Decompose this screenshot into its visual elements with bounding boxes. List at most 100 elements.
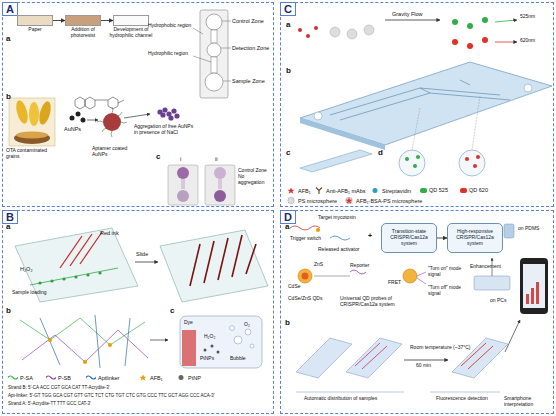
process-note: Aggregation of free AuNPs in presence of…	[134, 124, 196, 136]
stage-label: Automatic distribution of samples	[304, 396, 377, 402]
fret-label: FRET	[388, 280, 401, 286]
microfluidic-chip	[300, 62, 552, 176]
action-label: Slide	[136, 251, 148, 257]
crispr-system: High-responsive CRISPR/Cas12a system	[447, 223, 503, 253]
sample-antibody	[316, 188, 322, 195]
legend-text: AFB₁	[150, 375, 163, 381]
flow-scheme	[298, 17, 517, 49]
legend-sample	[46, 374, 56, 381]
signal-label: "Turn off" mode signal	[428, 285, 470, 296]
legend-item: AFB₁-BSA-PS microsphere	[344, 197, 422, 204]
legend-text: PS microsphere	[298, 198, 337, 204]
sub-label: c	[156, 152, 160, 161]
sample-ring	[346, 197, 352, 203]
sub-label: a	[286, 20, 290, 29]
legend-sample	[370, 187, 380, 194]
sample-star	[346, 198, 353, 204]
activator-label: Released activator	[318, 247, 359, 253]
region-label: Hydrophilic region	[148, 51, 188, 57]
core-label: CdSe	[288, 284, 301, 290]
legend-sample	[286, 187, 296, 194]
legend-item: P-SB	[46, 374, 71, 381]
legend-sample	[286, 197, 296, 204]
sample-ring	[288, 197, 294, 203]
panel-letter: A	[2, 2, 18, 16]
sub-label: b	[285, 318, 290, 327]
sub-label: a	[285, 222, 289, 231]
legend-sample	[344, 197, 354, 204]
strip-number: ii	[215, 156, 218, 163]
paper-step: Paper	[17, 15, 53, 26]
time-label: 60 min	[416, 363, 431, 369]
panel-letter: D	[280, 210, 296, 224]
flow-label: Gravity Flow	[392, 11, 423, 17]
zone-label: Detection Zone	[232, 45, 269, 51]
sample-line	[86, 376, 96, 379]
panel-frame: D Transition-state CRISPR/Cas12a system Hi…	[280, 210, 554, 414]
qd-label: CdSe/ZnS QDs	[288, 296, 322, 302]
stage-label: Smartphone interpretation	[504, 396, 552, 408]
legend-item: P-SA	[8, 374, 33, 381]
condition-label: Room temperature (~37°C)	[410, 345, 471, 351]
flow-arrow	[53, 20, 65, 21]
sub-label: d	[378, 148, 383, 157]
panel-letter: C	[280, 2, 296, 16]
legend-sample	[86, 374, 96, 381]
reagent-label: H₂O₂	[204, 334, 215, 340]
reporter-label: Reporter	[350, 263, 369, 269]
strip-number: i	[180, 156, 181, 163]
legend-text: Streptavidin	[382, 188, 411, 194]
paper-step: Addition of photoresist	[65, 15, 101, 26]
sub-label: a	[6, 34, 10, 43]
legend-sample	[176, 374, 186, 381]
reagent-label: H₂O₂	[20, 266, 33, 272]
legend-text: Anti-AFB₁ mAbs	[326, 188, 365, 194]
panel-letter: B	[2, 210, 18, 224]
dna-sequence: Strand B: 5'-CA ACC CGT GCA CAT TT-Acryd…	[8, 385, 110, 390]
legend-item: PtNP	[176, 374, 201, 381]
legend-item: AFB₁	[286, 187, 311, 194]
legend-item: Aptlinker	[86, 374, 119, 381]
sample-dot	[179, 375, 184, 380]
sample-star	[140, 375, 147, 381]
legend-item: Streptavidin	[370, 187, 411, 194]
slide-chip	[15, 228, 268, 302]
legend-item: QD 525	[420, 187, 448, 193]
gas-label: O₂	[244, 322, 250, 328]
legend-sample	[8, 374, 18, 381]
zone-note: Control Zone No aggregation	[238, 168, 272, 185]
legend-sample	[314, 187, 324, 194]
legend-text: P-SB	[58, 375, 71, 381]
legend-swatch	[460, 188, 467, 193]
crispr-scheme	[290, 224, 548, 314]
switch-label: Trigger switch	[290, 236, 321, 242]
legend-item: Anti-AFB₁ mAbs	[314, 187, 365, 194]
zone-label: Sample Zone	[232, 78, 265, 84]
wavelength-label: 620nm	[520, 38, 535, 44]
legend-text: P-SA	[20, 375, 33, 381]
reagent-label: Dye	[184, 320, 193, 326]
substrate-label: on PCs	[490, 298, 506, 304]
panel-frame: C	[280, 2, 554, 207]
sample-line	[46, 376, 56, 379]
legend-text: Aptlinker	[98, 375, 119, 381]
sub-label: b	[286, 66, 291, 75]
system-label: High-responsive CRISPR/Cas12a system	[448, 228, 502, 247]
test-strips	[168, 165, 235, 205]
sample-star	[288, 188, 295, 194]
legend-text: AFB₁-BSA-PS microsphere	[356, 198, 422, 204]
plus-sign: +	[368, 232, 372, 240]
grains-image	[9, 98, 55, 146]
system-label: Transition-state CRISPR/Cas12a system	[382, 228, 436, 247]
substrate-label: on PDMS	[518, 226, 539, 232]
legend-item: QD 620	[460, 187, 488, 193]
stage-label: Fluorescence detection	[436, 396, 488, 402]
step-caption: Addition of photoresist	[59, 27, 107, 38]
legend-text: QD 525	[429, 187, 448, 193]
bubble-label: Bubble	[230, 356, 246, 362]
paper-device	[193, 10, 231, 98]
sub-label: c	[286, 148, 290, 157]
particle-label: AuNPs	[64, 126, 81, 132]
